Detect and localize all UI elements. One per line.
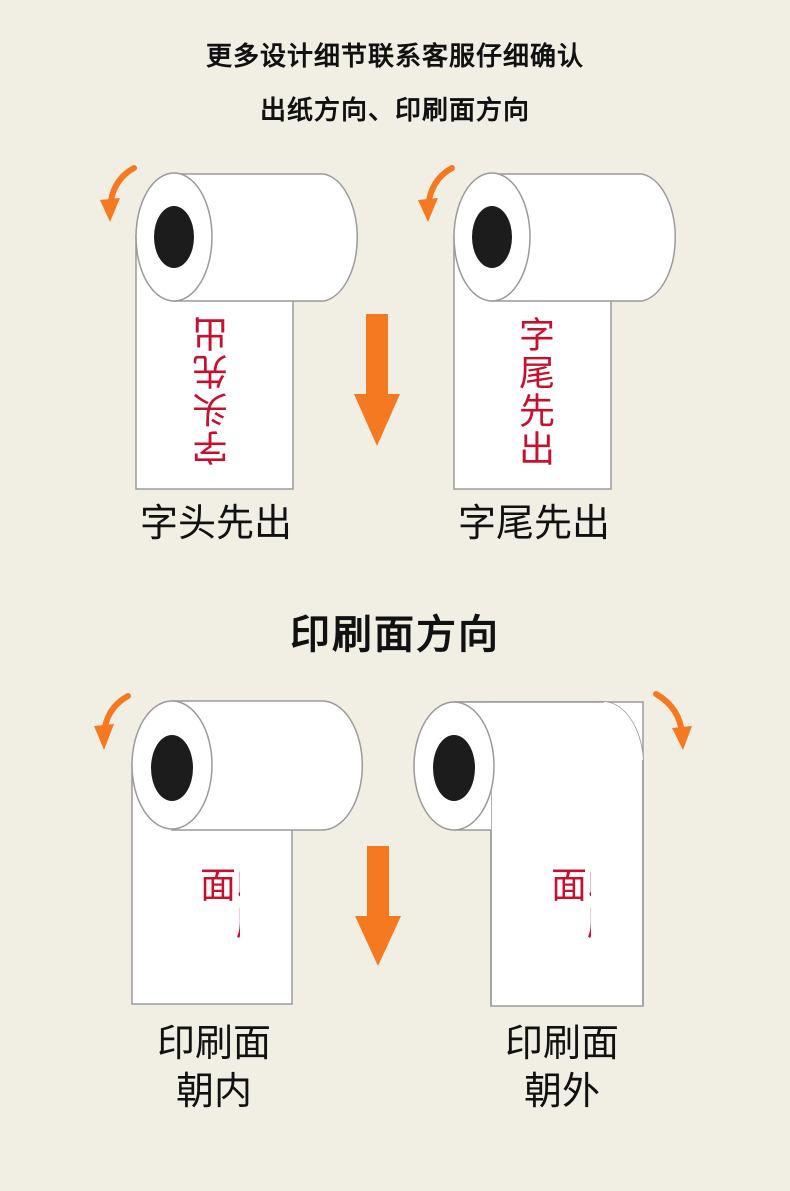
- caption-print-outside-line1: 印刷面: [504, 1021, 619, 1065]
- header-line-2: 出纸方向、印刷面方向: [259, 96, 530, 126]
- rotation-arrow-head: [100, 198, 120, 222]
- roll-core-icon: [154, 206, 194, 268]
- roll-print-outside: [413, 701, 644, 1007]
- caption-print-inside-line1: 印刷面: [156, 1021, 271, 1065]
- paper-text-print-inside: 印刷面: [196, 866, 240, 942]
- paper-text-print-outside: 印刷面: [547, 866, 591, 942]
- paper-text-tail-first: 字尾先出: [513, 316, 554, 468]
- header-line-1: 更多设计细节联系客服仔细确认: [205, 42, 584, 72]
- paper-text-head-first: 字头先出: [193, 314, 234, 466]
- caption-print-inside-line2: 朝内: [175, 1068, 252, 1113]
- caption-head-first: 字头先出: [139, 501, 292, 545]
- roll-print-inside: [131, 700, 364, 1005]
- down-arrow-icon: [354, 314, 400, 446]
- section-title-print-side: 印刷面方向: [290, 612, 500, 658]
- caption-print-outside: 印刷面 朝外: [452, 1020, 672, 1115]
- caption-print-inside: 印刷面 朝内: [104, 1020, 324, 1115]
- roll-tail-first: [453, 172, 677, 490]
- caption-tail-first: 字尾先出: [457, 501, 610, 545]
- paper-text-clip-inside: 印刷面: [196, 866, 240, 966]
- roll-head-first: [135, 172, 359, 490]
- caption-print-outside-line2: 朝外: [523, 1068, 600, 1113]
- paper-text-clip-outside: 印刷面: [547, 866, 591, 966]
